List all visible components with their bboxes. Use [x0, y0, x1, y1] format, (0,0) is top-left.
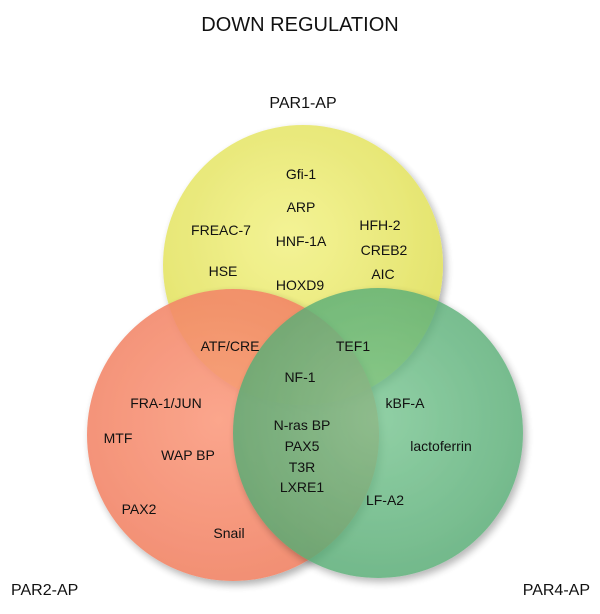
item-hnf-1a: HNF-1A [276, 233, 327, 249]
items-all-three: NF-1 [284, 369, 315, 385]
item-freac-7: FREAC-7 [191, 222, 251, 238]
item-snail: Snail [213, 525, 244, 541]
set-label-par2-ap: PAR2-AP [11, 582, 78, 599]
item-creb2: CREB2 [361, 242, 408, 258]
item-hoxd9: HOXD9 [276, 277, 324, 293]
diagram-title: DOWN REGULATION [201, 14, 398, 36]
items-par1-par2: ATF/CRE [201, 338, 260, 354]
item-t3r: T3R [289, 459, 315, 475]
item-n-ras-bp: N-ras BP [274, 417, 331, 433]
item-arp: ARP [287, 199, 316, 215]
item-lactoferrin: lactoferrin [410, 438, 471, 454]
set-label-par4-ap: PAR4-AP [523, 582, 590, 599]
item-kbf-a: kBF-A [386, 395, 426, 411]
items-par2-par4: N-ras BP PAX5 T3R LXRE1 [274, 417, 331, 495]
item-fra-1-jun: FRA-1/JUN [130, 395, 202, 411]
item-wap-bp: WAP BP [161, 447, 215, 463]
item-hfh-2: HFH-2 [359, 217, 400, 233]
item-aic: AIC [371, 266, 394, 282]
set-label-par1-ap: PAR1-AP [269, 95, 336, 112]
items-par2-only: FRA-1/JUN MTF WAP BP PAX2 Snail [104, 395, 245, 541]
item-lf-a2: LF-A2 [366, 492, 404, 508]
item-lxre1: LXRE1 [280, 479, 325, 495]
item-tef1: TEF1 [336, 338, 370, 354]
item-gfi-1: Gfi-1 [286, 166, 317, 182]
item-pax5: PAX5 [285, 438, 320, 454]
item-pax2: PAX2 [122, 501, 157, 517]
item-nf-1: NF-1 [284, 369, 315, 385]
items-par1-par4: TEF1 [336, 338, 370, 354]
items-par4-only: kBF-A lactoferrin LF-A2 [366, 395, 472, 508]
circles-layer [87, 125, 523, 581]
items-par1-only: Gfi-1 ARP FREAC-7 HNF-1A HFH-2 CREB2 HSE… [191, 166, 408, 293]
circle-par4-ap [233, 288, 523, 578]
item-mtf: MTF [104, 430, 133, 446]
item-atf-cre: ATF/CRE [201, 338, 260, 354]
item-hse: HSE [209, 263, 238, 279]
